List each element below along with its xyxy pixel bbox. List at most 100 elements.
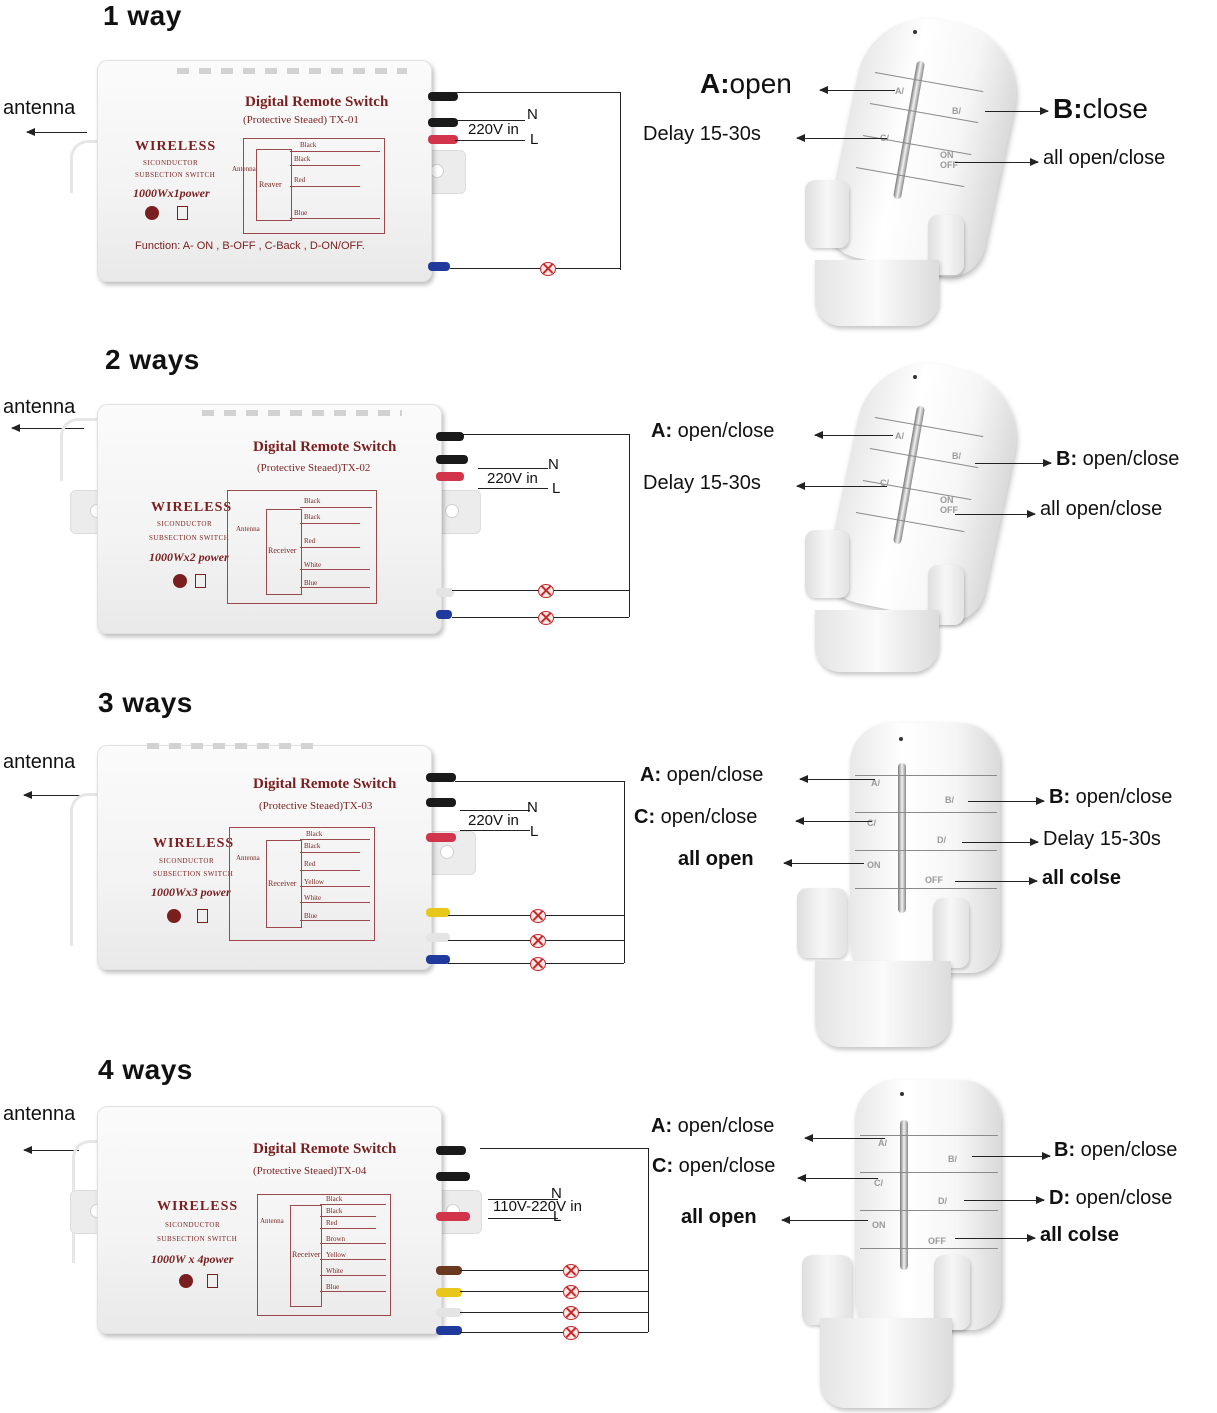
schematic-wire-6: Blue — [326, 1283, 340, 1291]
live-label: L — [530, 131, 539, 148]
brand-title: Digital Remote Switch — [245, 94, 389, 110]
antenna-arrow — [11, 424, 84, 432]
remote-control: A/ B/ C/ D/ ON OFF — [795, 723, 1015, 1053]
antenna-small-label: Antenna — [232, 165, 256, 173]
label-a: A: open/close — [651, 420, 775, 442]
wire-blue — [436, 1326, 462, 1335]
button-a[interactable]: A/ — [895, 431, 904, 441]
power-rating: 1000W x 4power — [151, 1252, 234, 1266]
wire-black — [428, 118, 458, 127]
lamp-icon — [530, 957, 546, 971]
button-b[interactable]: B/ — [952, 451, 961, 461]
wire-white — [436, 588, 454, 597]
subtitle-1: SICONDUCTOR — [165, 1221, 221, 1229]
brand-title: Digital Remote Switch — [253, 776, 397, 792]
logo-icon — [167, 909, 181, 923]
schematic-wire-1: Black — [304, 842, 321, 850]
subtitle-2: SUBSECTION SWITCH — [149, 534, 230, 542]
antenna-wire — [70, 793, 113, 946]
wire-black — [436, 1172, 470, 1181]
live-label: L — [530, 823, 539, 840]
vents — [202, 410, 402, 416]
subtitle-2: SUBSECTION SWITCH — [157, 1235, 238, 1243]
antenna-wire — [70, 140, 123, 193]
button-on-off[interactable]: ON OFF — [940, 495, 958, 515]
button-d[interactable]: D/ — [937, 835, 946, 845]
button-c[interactable]: C/ — [874, 1178, 883, 1188]
wireless-label: WIRELESS — [157, 1199, 239, 1214]
schematic-wire-4: Yellow — [326, 1251, 346, 1259]
model-label: (Protective Steaed) TX-01 — [243, 114, 359, 126]
button-a[interactable]: A/ — [871, 778, 880, 788]
vents — [177, 68, 407, 74]
section-heading: 4 ways — [98, 1054, 193, 1085]
antenna-label: antenna — [3, 751, 76, 773]
live-label: L — [552, 480, 561, 497]
wire-blue — [426, 955, 450, 964]
lamp-icon — [563, 1306, 579, 1320]
schematic-wire-0: Black — [304, 497, 321, 505]
function-legend: Function: A- ON , B-OFF , C-Back , D-ON/… — [135, 240, 365, 252]
schematic-wire-2: Red — [304, 537, 316, 545]
wireless-label: WIRELESS — [153, 836, 235, 851]
wire-yellow — [426, 908, 450, 917]
schematic-wire-0: Black — [306, 830, 323, 838]
section-heading: 1 way — [103, 0, 182, 31]
button-a[interactable]: A/ — [895, 86, 904, 96]
subtitle-2: SUBSECTION SWITCH — [153, 870, 234, 878]
lamp-icon — [540, 262, 556, 276]
button-a[interactable]: A/ — [878, 1138, 887, 1148]
section-4-ways: 4 ways antenna Digital Remote Switch (Pr… — [0, 1050, 1217, 1413]
label-b: B: open/close — [1054, 1139, 1178, 1161]
receiver-block: Receiver — [290, 1205, 322, 1307]
button-c[interactable]: C/ — [880, 478, 889, 488]
antenna-small-label: Antenna — [236, 854, 260, 862]
button-b[interactable]: B/ — [948, 1154, 957, 1164]
lamp-icon — [563, 1264, 579, 1278]
schematic: Receiver Antenna Black Black Red Yellow … — [229, 827, 375, 941]
wireless-label: WIRELESS — [151, 500, 233, 515]
label-delay: Delay 15-30s — [1043, 828, 1161, 850]
logo-icon — [145, 206, 159, 220]
label-a: A: open/close — [651, 1115, 775, 1137]
label-all: all open/close — [1043, 147, 1166, 169]
live-label: L — [553, 1208, 562, 1225]
brand-title: Digital Remote Switch — [253, 1141, 397, 1157]
button-on[interactable]: ON — [867, 860, 881, 870]
button-on-off[interactable]: ON OFF — [940, 150, 958, 170]
schematic-wire-5: Blue — [304, 912, 318, 920]
label-c: C: open/close — [652, 1155, 776, 1177]
button-b[interactable]: B/ — [945, 795, 954, 805]
schematic-wire-2: Red — [326, 1219, 338, 1227]
button-on[interactable]: ON — [872, 1220, 886, 1230]
antenna-arrow — [23, 1146, 79, 1154]
section-1-way: 1 way antenna Digital Remote Switch (Pro… — [0, 0, 1217, 340]
input-voltage: 220V in — [468, 812, 519, 829]
subtitle-1: SICONDUCTOR — [159, 857, 215, 865]
schematic-wire-3: White — [304, 561, 322, 569]
receiver-box: Digital Remote Switch (Protective Steaed… — [97, 60, 432, 282]
button-off[interactable]: OFF — [925, 875, 943, 885]
label-d: D: open/close — [1049, 1187, 1173, 1209]
schematic-wire-1: Black — [304, 513, 321, 521]
wire-white — [436, 1308, 462, 1317]
remote-control: A/ B/ C/ ON OFF — [800, 5, 1030, 340]
button-c[interactable]: C/ — [867, 818, 876, 828]
wire-black — [428, 92, 458, 101]
wire-red — [436, 1212, 470, 1221]
wire-red — [426, 833, 456, 842]
button-off[interactable]: OFF — [928, 1236, 946, 1246]
label-all-close: all colse — [1042, 867, 1121, 889]
button-d[interactable]: D/ — [938, 1196, 947, 1206]
wire-black — [436, 455, 468, 464]
antenna-arrow — [26, 128, 87, 136]
label-delay: Delay 15-30s — [643, 123, 761, 145]
remote-control: A/ B/ C/ D/ ON OFF — [800, 1080, 1020, 1413]
wire-blue — [436, 610, 452, 619]
power-rating: 1000Wx3 power — [151, 885, 231, 899]
subtitle-2: SUBSECTION SWITCH — [135, 171, 216, 179]
subtitle-1: SICONDUCTOR — [143, 159, 199, 167]
antenna-small-label: Antenna — [236, 525, 260, 533]
lamp-icon — [530, 909, 546, 923]
button-b[interactable]: B/ — [952, 106, 961, 116]
